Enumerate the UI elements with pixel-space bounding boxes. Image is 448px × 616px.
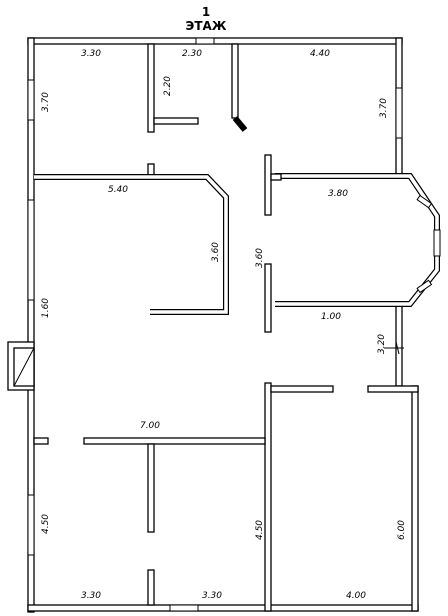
dim-right-bottom-height: 6.00: [397, 520, 407, 540]
dim-bay-room-width: 3.80: [328, 189, 348, 199]
floor-title: ЭТАЖ: [186, 19, 227, 33]
outer-walls: [27, 37, 419, 613]
wall-left-stub: [33, 437, 49, 445]
wall-right-step: [367, 385, 419, 393]
wall-top-right-vertical: [264, 154, 272, 216]
chimney: [7, 341, 35, 391]
dim-right-top-height: 3.70: [379, 98, 389, 118]
wall-top-mid-angle: [232, 116, 248, 132]
bay-window-wall: [275, 173, 440, 307]
dim-hall-height: 3.60: [255, 248, 265, 268]
dim-closet-height: 2.20: [163, 76, 173, 96]
wall-bottom: [27, 604, 419, 612]
dim-top-left-width: 3.30: [81, 49, 101, 59]
dim-living-width: 5.40: [108, 185, 128, 195]
wall-top: [27, 37, 403, 45]
window-left-3: [27, 494, 35, 556]
bay-window-2: [433, 229, 441, 257]
wall-bottom-center-stub: [147, 569, 155, 606]
dim-bottom-partition-width: 7.00: [140, 421, 160, 431]
wall-living-top: [34, 174, 229, 315]
floor-number: 1: [202, 5, 210, 19]
dim-living-height: 3.60: [211, 242, 221, 262]
wall-left: [27, 37, 35, 613]
dim-bottom-left-width: 3.30: [81, 591, 101, 601]
window-left-2: [27, 199, 35, 301]
dim-bottom-mid-height: 4.50: [255, 520, 265, 540]
wall-bottom-center-vertical: [147, 443, 155, 533]
window-top: [195, 37, 215, 45]
wall-right-room-vertical: [264, 382, 272, 612]
wall-bay-top: [270, 173, 282, 181]
dimension-labels: 3.30 2.30 4.40 3.70 2.20 3.70 5.40 3.60 …: [41, 49, 407, 601]
window-left-1: [27, 79, 35, 121]
interior-walls: [33, 43, 334, 612]
dim-bay-bottom-width: 1.00: [321, 312, 341, 322]
wall-living-top-inner: [34, 175, 228, 314]
window-right-1: [395, 87, 403, 139]
window-bottom: [169, 604, 199, 612]
dim-bottom-right-width: 4.00: [346, 591, 366, 601]
dim-right-mid-height: 3.20: [377, 334, 387, 354]
dim-top-right-width: 4.40: [310, 49, 330, 59]
dim-top-middle-width: 2.30: [182, 49, 202, 59]
dimension-tick-mark: [395, 341, 400, 355]
wall-right-room-top: [270, 385, 334, 393]
bay-window-1: [416, 194, 433, 209]
wall-closet-stub: [153, 117, 199, 125]
windows: [27, 37, 403, 612]
wall-top-mid-vertical: [231, 43, 239, 119]
bay-windows: [416, 194, 441, 294]
wall-closet-vertical: [147, 43, 155, 133]
dim-left-bottom-height: 4.50: [41, 514, 51, 534]
dim-bottom-middle-width: 3.30: [202, 591, 222, 601]
dim-left-top-height: 3.70: [41, 92, 51, 112]
bay-window-wall-inner: [275, 174, 439, 306]
wall-bottom-partition: [83, 437, 266, 445]
bay-window-3: [416, 279, 433, 294]
chimney-diagonal: [13, 347, 35, 387]
wall-hall-vertical: [264, 263, 272, 333]
wall-right-lower: [411, 385, 419, 612]
dim-left-mid-height: 1.60: [41, 298, 51, 318]
